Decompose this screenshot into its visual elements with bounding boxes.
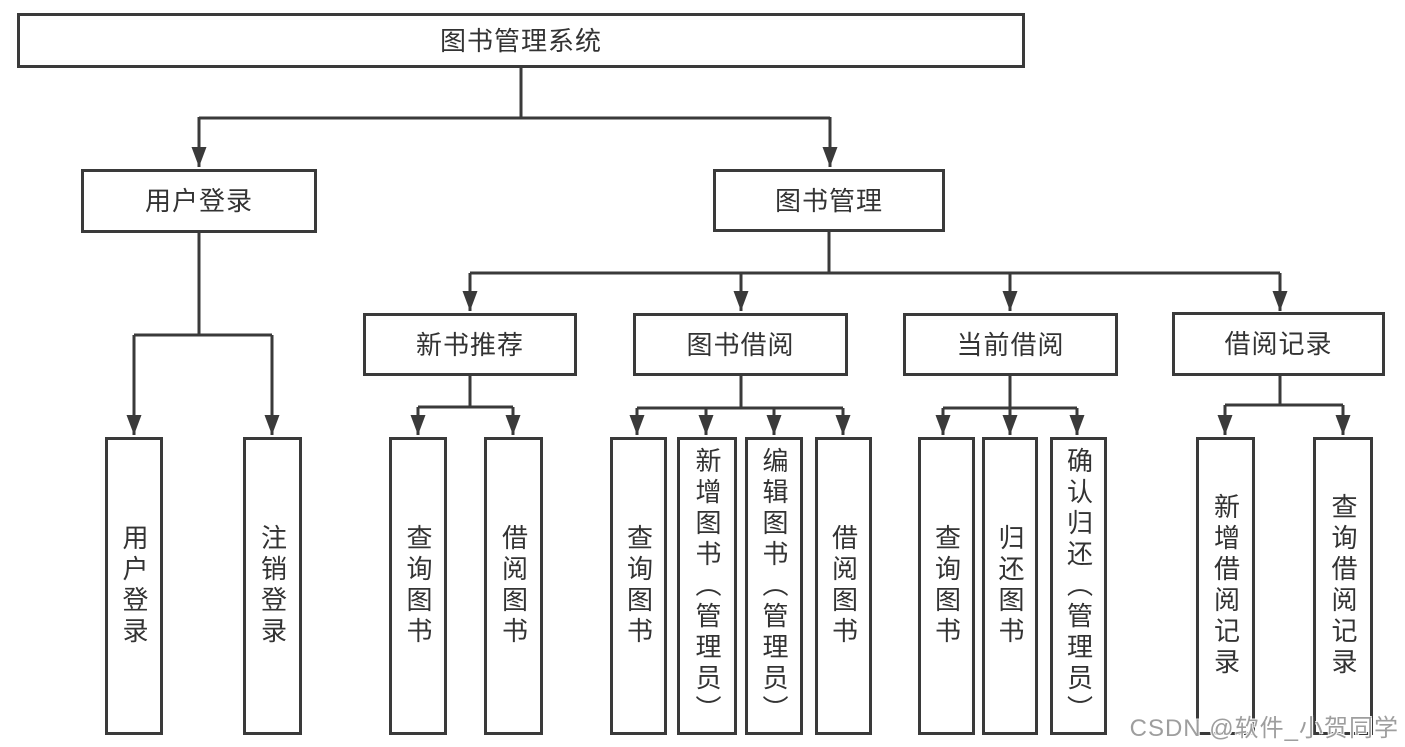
node-book-management-label: 图书管理 <box>774 185 883 216</box>
leaf-query-books-borrow-label: 查询图书 <box>623 524 654 648</box>
leaf-borrow-books: 借阅图书 <box>815 437 872 735</box>
node-user-login-label: 用户登录 <box>144 186 253 216</box>
node-new-book-recommend: 新书推荐 <box>363 313 577 376</box>
leaf-add-borrow-record: 新增借阅记录 <box>1196 437 1255 735</box>
leaf-add-books-admin-label: 新增图书（管理员） <box>692 446 722 726</box>
node-root-label: 图书管理系统 <box>439 25 602 56</box>
leaf-borrow-books-recommend-label: 借阅图书 <box>498 524 529 648</box>
leaf-query-borrow-record-label: 查询借阅记录 <box>1328 493 1358 679</box>
leaf-query-books-recommend-label: 查询图书 <box>403 524 433 648</box>
leaf-confirm-return-admin-label: 确认归还（管理员） <box>1063 446 1094 726</box>
node-new-book-recommend-label: 新书推荐 <box>415 329 524 360</box>
leaf-query-books-recommend: 查询图书 <box>389 437 447 735</box>
node-borrow-records-label: 借阅记录 <box>1224 329 1333 359</box>
leaf-logout-label: 注销登录 <box>257 524 288 648</box>
node-current-borrow: 当前借阅 <box>903 313 1118 376</box>
leaf-borrow-books-recommend: 借阅图书 <box>484 437 543 735</box>
csdn-watermark: CSDN @软件_小贺同学 <box>1129 715 1399 742</box>
leaf-borrow-books-label: 借阅图书 <box>828 524 859 648</box>
leaf-query-books-current-label: 查询图书 <box>931 524 962 648</box>
leaf-confirm-return-admin: 确认归还（管理员） <box>1050 437 1107 735</box>
node-root-system: 图书管理系统 <box>17 13 1025 68</box>
node-user-login: 用户登录 <box>81 169 317 233</box>
node-book-management: 图书管理 <box>713 169 945 232</box>
node-book-borrow-label: 图书借阅 <box>686 329 795 360</box>
leaf-user-login: 用户登录 <box>105 437 163 735</box>
leaf-logout: 注销登录 <box>243 437 302 735</box>
leaf-query-borrow-record: 查询借阅记录 <box>1313 437 1373 735</box>
leaf-edit-books-admin: 编辑图书（管理员） <box>745 437 803 735</box>
node-borrow-records: 借阅记录 <box>1172 312 1385 376</box>
node-current-borrow-label: 当前借阅 <box>956 329 1065 360</box>
leaf-add-books-admin: 新增图书（管理员） <box>677 437 737 735</box>
leaf-add-borrow-record-label: 新增借阅记录 <box>1210 493 1241 679</box>
leaf-user-login-label: 用户登录 <box>119 524 149 648</box>
leaf-return-books-label: 归还图书 <box>995 524 1025 648</box>
leaf-query-books-borrow: 查询图书 <box>610 437 667 735</box>
node-book-borrow: 图书借阅 <box>633 313 848 376</box>
leaf-return-books: 归还图书 <box>982 437 1038 735</box>
leaf-edit-books-admin-label: 编辑图书（管理员） <box>759 446 789 726</box>
leaf-query-books-current: 查询图书 <box>918 437 975 735</box>
